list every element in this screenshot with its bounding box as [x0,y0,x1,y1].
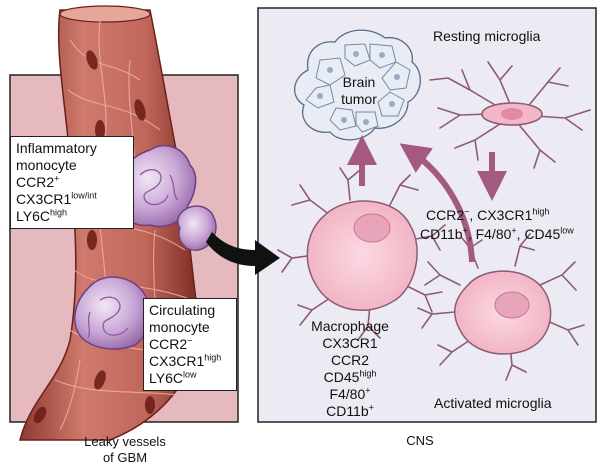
brain-tumor-label: Brain tumor [334,74,384,108]
macrophage-cd45: CD45high [323,368,377,385]
brain-tumor-line2: tumor [341,91,377,107]
vessel-caption-line2: of GBM [102,450,148,465]
resting-microglia-title: Resting microglia [433,28,541,44]
cns-caption: CNS [406,433,434,448]
vessel-caption: Leaky vessels of GBM [60,434,190,466]
microglia-to-tumor-arrow-icon [399,143,475,263]
brain-tumor-line1: Brain [342,74,376,90]
circulating-title-line2: monocyte [149,319,210,335]
circulating-title-line1: Circulating [149,302,216,318]
inflammatory-ly6c: LY6Chigh [16,207,67,224]
macrophage-label: Macrophage CX3CR1 CCR2 CD45high F4/80+ C… [305,318,395,420]
circulating-ccr2: CCR2− [149,335,193,352]
inflammatory-cx3cr1: CX3CR1low/int [16,190,97,207]
circulating-monocyte-icon [74,276,151,350]
activated-microglia-title: Activated microglia [434,395,552,411]
circulating-monocyte-label: Circulating monocyte CCR2− CX3CR1high LY… [143,298,237,391]
extravasating-monocyte-icon [177,205,217,251]
macrophage-title: Macrophage [311,318,389,334]
macrophage-f480: F4/80+ [329,385,371,402]
macrophage-cd11b: CD11b+ [326,402,374,419]
inflammatory-title-line2: monocyte [16,157,77,173]
inflammatory-monocyte-label: Inflammatory monocyte CCR2+ CX3CR1low/in… [10,136,134,229]
resting-microglia-icon [429,61,591,169]
circulating-cx3cr1: CX3CR1high [149,352,222,369]
macrophage-ccr2: CCR2 [330,352,370,368]
macrophage-icon [277,167,446,341]
circulating-ly6c: LY6Clow [149,369,197,386]
migration-arrow-icon [206,232,280,275]
vessel-caption-line1: Leaky vessels [84,434,166,449]
activated-markers-label: CCR2−, CX3CR1high CD11b+, F4/80+, CD45lo… [420,206,574,244]
activated-markers-line1: CCR2−, CX3CR1high [426,206,550,223]
activated-markers-line2: CD11b+, F4/80+, CD45low [420,225,574,242]
tumor-cluster-icon [294,29,421,141]
macrophage-cx3cr1: CX3CR1 [322,335,378,351]
inflammatory-ccr2: CCR2+ [16,173,60,190]
inflammatory-title-line1: Inflammatory [16,140,97,156]
activated-microglia-icon [417,233,585,381]
